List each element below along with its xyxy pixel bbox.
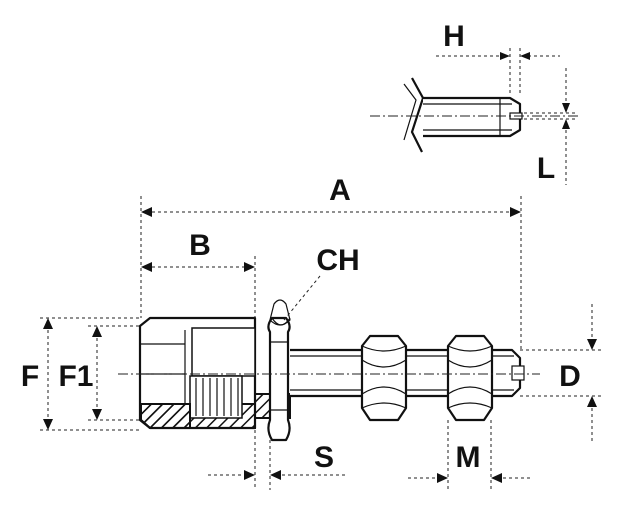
label-b: B bbox=[189, 229, 211, 262]
label-f1: F1 bbox=[58, 360, 93, 393]
flange bbox=[267, 316, 291, 442]
shaft-slot bbox=[511, 365, 525, 381]
hex-nut-2 bbox=[446, 334, 494, 422]
label-f: F bbox=[21, 360, 39, 393]
label-m: M bbox=[456, 441, 481, 474]
main-view bbox=[118, 299, 540, 442]
label-l: L bbox=[537, 152, 555, 185]
detail-view bbox=[370, 48, 578, 185]
label-ch: CH bbox=[316, 244, 359, 277]
dimension-labels: A B CH F F1 S M D H L bbox=[21, 20, 581, 474]
detail-break-line-outer bbox=[403, 83, 417, 141]
dimension-lines bbox=[40, 196, 604, 490]
cap-thread bbox=[189, 375, 243, 419]
label-d: D bbox=[559, 360, 581, 393]
hex-nut-1 bbox=[360, 334, 408, 422]
label-a: A bbox=[329, 174, 351, 207]
detail-break-line bbox=[410, 77, 425, 153]
label-s: S bbox=[314, 441, 334, 474]
label-h: H bbox=[443, 20, 465, 53]
